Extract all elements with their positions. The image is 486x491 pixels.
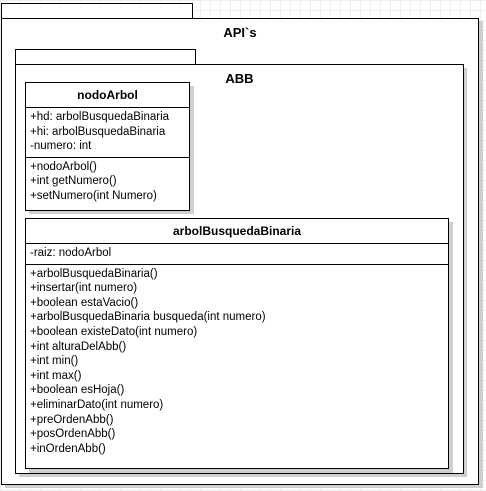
class-method: +nodoArbol() <box>30 160 97 173</box>
class-methods: +arbolBusquedaBinaria() +insertar(int nu… <box>26 265 448 460</box>
class-method: +preOrdenAbb() <box>30 413 114 426</box>
class-method: +boolean estaVacio() <box>30 296 139 309</box>
class-method: +int getNumero() <box>30 175 117 188</box>
class-attributes: -raiz: nodoArbol <box>26 244 448 265</box>
class-attribute: +hd: arbolBusquedaBinaria <box>30 111 170 123</box>
class-attribute: -raiz: nodoArbol <box>30 247 112 259</box>
class-method: +int alturaDelAbb() <box>30 340 127 353</box>
class-attribute: -numero: int <box>30 140 92 153</box>
class-name: nodoArbol <box>26 83 189 108</box>
class-method: +inOrdenAbb() <box>30 442 106 455</box>
package-apis-title: API`s <box>223 25 257 40</box>
class-method: +eliminarDato(int numero) <box>30 398 164 411</box>
class-method: +arbolBusquedaBinaria() <box>30 267 158 280</box>
class-method: +boolean existeDato(int numero) <box>30 325 198 338</box>
package-abb-tab <box>15 49 196 65</box>
class-methods: +nodoArbol() +int getNumero() +setNumero… <box>26 158 189 207</box>
class-method: +boolean esHoja() <box>30 384 125 397</box>
class-method: +setNumero(int Numero) <box>30 189 157 202</box>
class-attribute: +hi: arbolBusquedaBinaria <box>30 125 166 138</box>
class-method: +posOrdenAbb() <box>30 428 116 441</box>
class-method: +int min() <box>30 355 79 368</box>
package-abb-title: ABB <box>225 71 254 86</box>
class-method: +arbolBusquedaBinaria busqueda(int numer… <box>30 311 266 324</box>
class-attributes: +hd: arbolBusquedaBinaria +hi: arbolBusq… <box>26 108 189 158</box>
package-apis-tab <box>1 3 193 19</box>
class-method: +insertar(int numero) <box>30 282 138 295</box>
class-arbolbusquedabinaria[interactable]: arbolBusquedaBinaria -raiz: nodoArbol +a… <box>25 218 449 469</box>
class-nodoarbol[interactable]: nodoArbol +hd: arbolBusquedaBinaria +hi:… <box>25 82 190 211</box>
class-name: arbolBusquedaBinaria <box>26 219 448 244</box>
class-method: +int max() <box>30 369 82 382</box>
